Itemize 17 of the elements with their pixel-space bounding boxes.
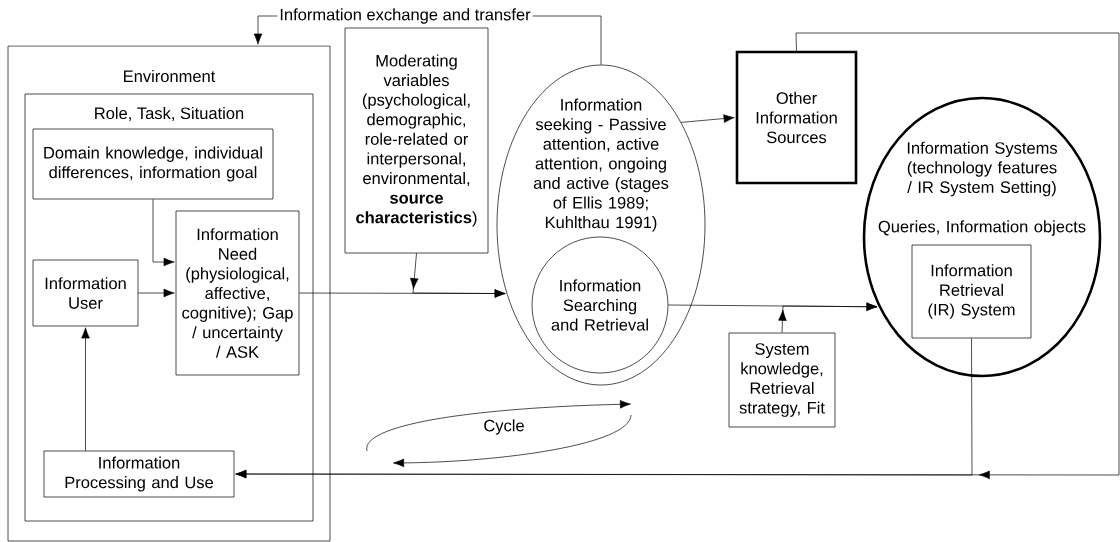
arrow: [152, 199, 175, 267]
edge-label: Information exchange and transfer: [277, 6, 533, 26]
process-box: Information User: [32, 259, 139, 327]
arrow: [138, 288, 175, 298]
process-box: Information Processing and Use: [43, 450, 235, 498]
arrow: [81, 327, 90, 451]
cycle-label: Cycle: [484, 419, 524, 435]
process-box: Information Retrieval (IR) System: [911, 244, 1032, 339]
process-box: Information Need (physiological, affective, cognitive); Gap / uncertainty / ASK: [175, 210, 300, 376]
process-box: System knowledge, Retrieval strategy, Fit: [728, 332, 836, 428]
arrow: [680, 114, 735, 123]
arrow: [778, 302, 878, 333]
arrow: [235, 32, 1120, 480]
source-box: Other Information Sources: [735, 50, 858, 185]
process-box: Moderating variables (psychological, demographic, role-related or interpersonal, environmental, source characteristics): [344, 27, 489, 254]
arrow: [410, 253, 506, 298]
process-box: Domain knowledge, individual differences, information goal: [32, 128, 274, 200]
